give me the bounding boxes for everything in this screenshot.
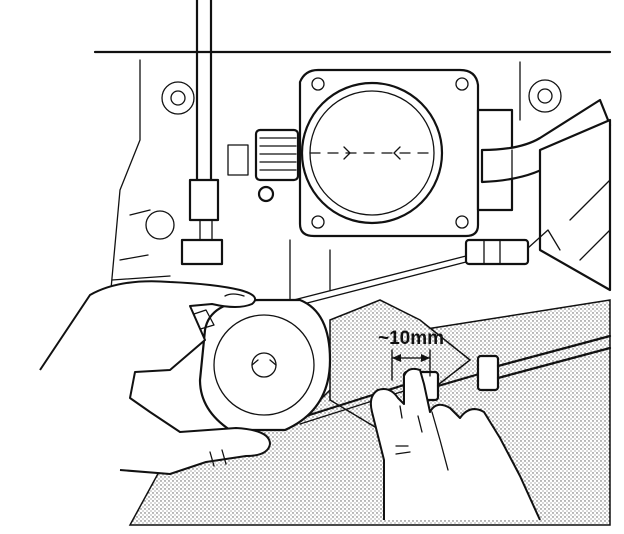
hand-icon [39,280,271,475]
return-spring [254,128,300,203]
dimension-callout: ~10mm [378,328,444,381]
throttle-body-icon [254,68,514,238]
dimension-label: ~10mm [378,328,444,349]
engine-block [93,50,612,301]
throttle-pulley-icon [175,298,332,432]
hand-icon [369,367,541,521]
hose [480,98,612,292]
linkage-rod [180,0,249,266]
